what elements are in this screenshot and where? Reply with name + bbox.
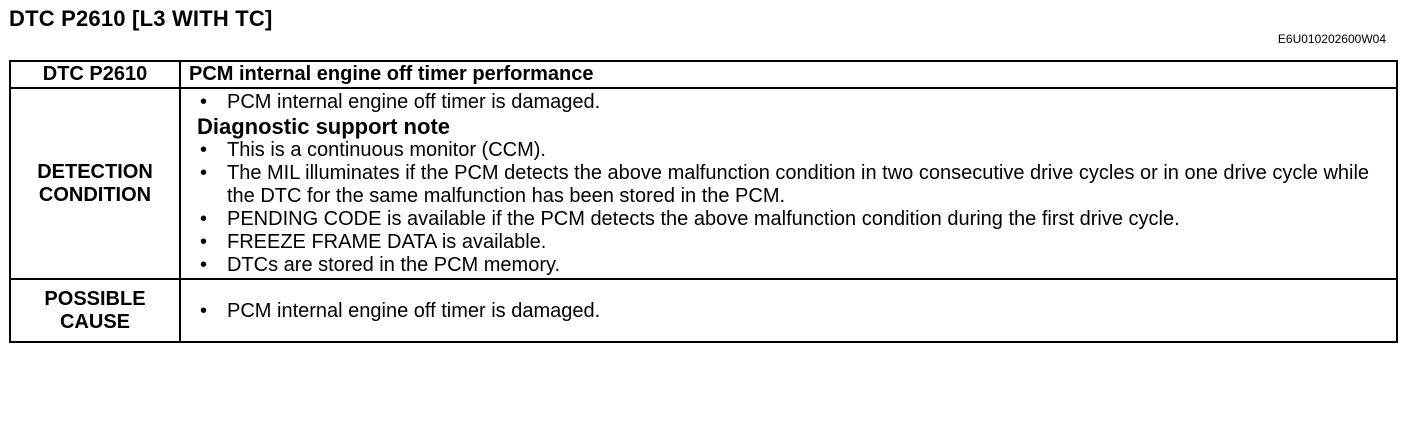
dtc-table: DTC P2610 PCM internal engine off timer … — [9, 60, 1398, 343]
possible-cause-content: PCM internal engine off timer is damaged… — [179, 278, 1398, 343]
support-note-heading: Diagnostic support note — [197, 114, 450, 139]
detection-condition-row: DETECTION CONDITION PCM internal engine … — [9, 87, 1398, 280]
cause-label-line2: CAUSE — [59, 310, 130, 333]
list-item: DTCs are stored in the PCM memory. — [189, 254, 1388, 277]
page-title: DTC P2610 [L3 WITH TC] — [9, 6, 273, 31]
possible-cause-label: POSSIBLE CAUSE — [9, 278, 181, 343]
list-item: FREEZE FRAME DATA is available. — [189, 231, 1388, 254]
list-item: PCM internal engine off timer is damaged… — [189, 91, 1388, 114]
table-header-row: DTC P2610 PCM internal engine off timer … — [9, 60, 1398, 89]
detection-list: PCM internal engine off timer is damaged… — [189, 91, 1388, 114]
list-item: This is a continuous monitor (CCM). — [189, 139, 1388, 162]
detection-condition-label: DETECTION CONDITION — [9, 87, 181, 280]
possible-cause-row: POSSIBLE CAUSE PCM internal engine off t… — [9, 278, 1398, 343]
document-code: E6U010202600W04 — [1277, 32, 1386, 46]
detection-label-line1: DETECTION — [37, 160, 153, 183]
detection-condition-content: PCM internal engine off timer is damaged… — [179, 87, 1398, 280]
detection-label-line2: CONDITION — [38, 183, 152, 206]
list-item: The MIL illuminates if the PCM detects t… — [189, 162, 1388, 208]
support-note-list: This is a continuous monitor (CCM). The … — [189, 139, 1388, 277]
cause-label-line1: POSSIBLE — [44, 287, 146, 310]
list-item: PCM internal engine off timer is damaged… — [189, 300, 1388, 323]
dtc-title-cell: PCM internal engine off timer performanc… — [179, 60, 1398, 89]
cause-list: PCM internal engine off timer is damaged… — [189, 300, 1388, 323]
dtc-code-cell: DTC P2610 — [9, 60, 181, 89]
list-item: PENDING CODE is available if the PCM det… — [189, 208, 1388, 231]
